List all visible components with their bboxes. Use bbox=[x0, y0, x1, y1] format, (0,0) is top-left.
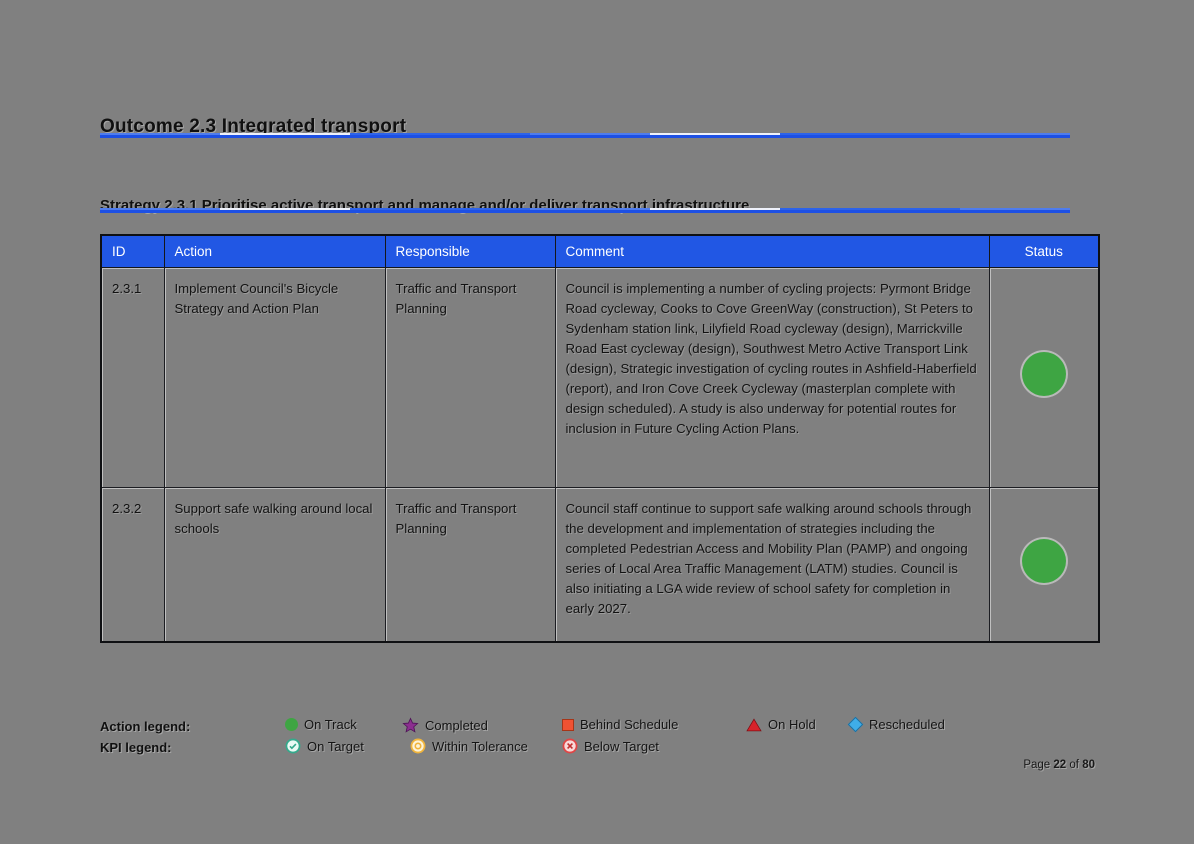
legend-item-completed: Completed bbox=[402, 717, 488, 734]
on-target-check-circle-icon bbox=[285, 738, 301, 754]
page-label: Page bbox=[1023, 759, 1051, 771]
legend-item-on-track: On Track bbox=[285, 717, 357, 732]
cell-responsible: Traffic and Transport Planning bbox=[384, 486, 556, 643]
actions-table: ID Action Responsible Comment Status 2.3… bbox=[100, 234, 1100, 643]
table-row: 2.3.1 Implement Council's Bicycle Strate… bbox=[100, 266, 1100, 488]
status-on-track-icon bbox=[1021, 352, 1066, 396]
legend-item-label: Behind Schedule bbox=[580, 717, 679, 732]
page-number: Page 22 of 80 bbox=[1023, 759, 1095, 771]
action-legend-row: Action legend: On Track Completed Behind… bbox=[100, 716, 1110, 738]
on-track-circle-icon bbox=[285, 718, 298, 731]
legend-item-on-hold: On Hold bbox=[746, 717, 816, 732]
column-header-id: ID bbox=[100, 234, 165, 268]
of-label: of bbox=[1069, 759, 1079, 771]
table-row: 2.3.2 Support safe walking around local … bbox=[100, 486, 1100, 643]
rescheduled-diamond-icon bbox=[847, 716, 864, 733]
page-number-value: 22 bbox=[1053, 759, 1067, 771]
cell-id: 2.3.2 bbox=[100, 486, 165, 643]
kpi-legend-label: KPI legend: bbox=[100, 740, 172, 755]
table-header-row: ID Action Responsible Comment Status bbox=[100, 234, 1100, 268]
column-header-status: Status bbox=[988, 234, 1100, 268]
behind-schedule-square-icon bbox=[562, 718, 574, 731]
legend-item-label: On Track bbox=[304, 717, 357, 732]
cell-comment: Council staff continue to support safe w… bbox=[554, 486, 990, 643]
title-underline bbox=[100, 133, 1070, 138]
cell-action: Support safe walking around local school… bbox=[163, 486, 386, 643]
legend-item-on-target: On Target bbox=[285, 738, 364, 754]
legend-item-label: Completed bbox=[425, 718, 488, 733]
legend-item-label: On Hold bbox=[768, 717, 816, 732]
cell-action: Implement Council's Bicycle Strategy and… bbox=[163, 266, 386, 488]
status-on-track-icon bbox=[1021, 539, 1066, 584]
below-target-x-circle-icon bbox=[562, 738, 578, 754]
column-header-action: Action bbox=[163, 234, 386, 268]
cell-status bbox=[988, 486, 1100, 643]
legend-item-below-target: Below Target bbox=[562, 738, 659, 754]
strategy-underline bbox=[100, 208, 1070, 213]
kpi-legend-row: KPI legend: On Target Within Tolerance B… bbox=[100, 738, 1110, 759]
legend-item-behind-schedule: Behind Schedule bbox=[562, 717, 678, 732]
legend-item-label: Rescheduled bbox=[869, 717, 945, 732]
column-header-responsible: Responsible bbox=[384, 234, 556, 268]
within-tolerance-ring-icon bbox=[410, 738, 426, 754]
legend-item-rescheduled: Rescheduled bbox=[847, 716, 945, 733]
total-pages-value: 80 bbox=[1082, 759, 1095, 771]
completed-star-icon bbox=[402, 717, 419, 733]
legend-item-label: Below Target bbox=[584, 738, 659, 754]
legend-item-label: On Target bbox=[307, 738, 364, 754]
page-title: Outcome 2.3 Integrated transport bbox=[100, 115, 407, 137]
cell-responsible: Traffic and Transport Planning bbox=[384, 266, 556, 488]
legend-item-within-tolerance: Within Tolerance bbox=[410, 738, 528, 754]
table-header: ID Action Responsible Comment Status bbox=[100, 234, 1100, 268]
legend-item-label: Within Tolerance bbox=[432, 738, 528, 754]
column-header-comment: Comment bbox=[554, 234, 990, 268]
action-legend-label: Action legend: bbox=[100, 719, 191, 734]
cell-id: 2.3.1 bbox=[100, 266, 165, 488]
cell-comment: Council is implementing a number of cycl… bbox=[554, 266, 990, 488]
cell-status bbox=[988, 266, 1100, 488]
on-hold-triangle-icon bbox=[746, 717, 762, 731]
